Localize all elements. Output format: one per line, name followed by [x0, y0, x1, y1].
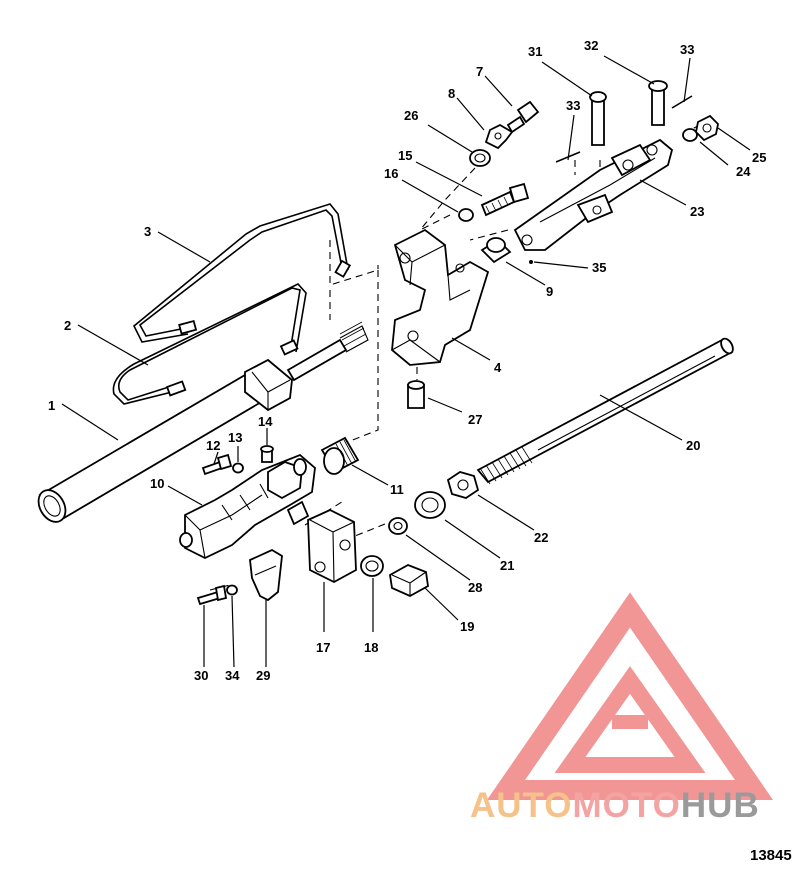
part-27-pin	[407, 380, 425, 409]
part-35-pin	[529, 260, 533, 264]
part-29-bracket	[249, 548, 283, 602]
callout-22: 22	[534, 530, 548, 545]
callout-7: 7	[476, 64, 483, 79]
part-10-valve	[179, 453, 316, 560]
part-15-bolt	[480, 182, 530, 217]
part-33-cotter-pin-right	[671, 95, 693, 109]
watermark-auto: AUTO	[470, 786, 573, 825]
part-26-bushing	[469, 149, 491, 167]
callout-15: 15	[398, 148, 412, 163]
watermark-logo: AUTOMOTOHUB	[470, 592, 774, 825]
callout-16: 16	[384, 166, 398, 181]
callout-33-right: 33	[680, 42, 694, 57]
callout-4: 4	[494, 360, 502, 375]
callout-17: 17	[316, 640, 330, 655]
part-32-pin	[648, 80, 668, 126]
part-16-washer	[458, 208, 474, 222]
part-31-pin	[589, 91, 607, 146]
callout-28: 28	[468, 580, 482, 595]
part-19-bolt	[389, 564, 429, 598]
callout-19: 19	[460, 619, 474, 634]
callout-35: 35	[592, 260, 606, 275]
callout-2: 2	[64, 318, 71, 333]
part-23-arm	[513, 138, 674, 251]
callout-24: 24	[736, 164, 751, 179]
part-13-washer	[232, 462, 244, 474]
watermark-text: AUTOMOTOHUB	[470, 786, 760, 825]
part-25-nut	[695, 114, 719, 142]
part-7-grease-fitting	[506, 100, 540, 134]
part-28-washer	[388, 517, 408, 535]
part-8-cap	[484, 123, 514, 150]
callout-34: 34	[225, 668, 240, 683]
callout-9: 9	[546, 284, 553, 299]
part-9-spacer	[480, 237, 512, 264]
part-3-hydraulic-line	[132, 203, 352, 343]
callout-26: 26	[404, 108, 418, 123]
part-18-lockwasher	[360, 555, 384, 577]
callout-25: 25	[752, 150, 766, 165]
callout-14: 14	[258, 414, 273, 429]
callout-12: 12	[206, 438, 220, 453]
part-30-screw	[196, 584, 228, 606]
diagram-serial-number: 13845	[750, 847, 792, 864]
callout-32: 32	[584, 38, 598, 53]
part-24-washer	[682, 128, 698, 142]
callout-8: 8	[448, 86, 455, 101]
callout-11: 11	[390, 482, 404, 497]
callout-27: 27	[468, 412, 482, 427]
callout-20: 20	[686, 438, 700, 453]
callout-21: 21	[500, 558, 514, 573]
callout-labels: 1 2 3 4 7 8 9 10 11 12 13 14 15 16 17 18…	[48, 38, 766, 683]
callout-29: 29	[256, 668, 270, 683]
callout-3: 3	[144, 224, 151, 239]
callout-1: 1	[48, 398, 55, 413]
callout-31: 31	[528, 44, 542, 59]
callout-18: 18	[364, 640, 378, 655]
part-14-fitting	[260, 445, 274, 463]
part-4-bracket	[391, 228, 490, 366]
callout-33-left: 33	[566, 98, 580, 113]
part-17-block	[307, 509, 357, 584]
part-12-bolt	[201, 453, 233, 476]
callout-23: 23	[690, 204, 704, 219]
part-21-washer	[414, 491, 446, 519]
part-22-nut	[446, 471, 480, 499]
callout-13: 13	[228, 430, 242, 445]
part-20-shaft	[476, 337, 734, 485]
callout-30: 30	[194, 668, 208, 683]
part-1-cylinder	[37, 321, 369, 523]
assembly-guide-lines	[209, 124, 701, 591]
watermark-hub: HUB	[681, 786, 760, 825]
part-34-washer	[226, 584, 238, 596]
part-11-coupler	[320, 436, 360, 475]
watermark-triangle-icon	[486, 592, 774, 800]
watermark-moto: MOTO	[573, 786, 681, 825]
part-2-hydraulic-line	[112, 283, 307, 405]
leader-lines	[61, 55, 751, 668]
callout-10: 10	[150, 476, 164, 491]
